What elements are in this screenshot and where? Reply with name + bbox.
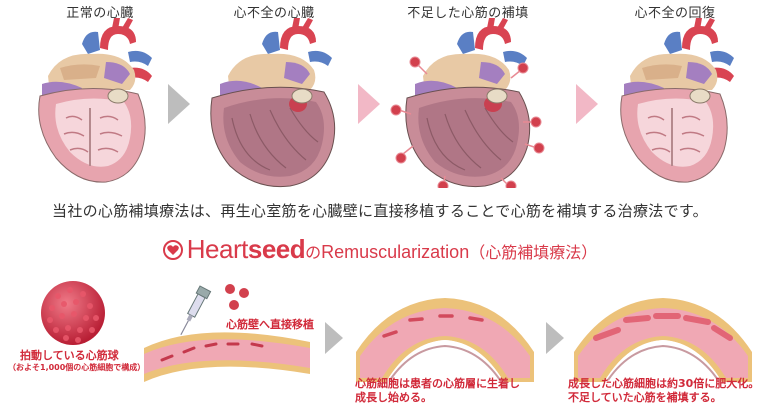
- supplemented-heart-illustration: [390, 18, 545, 188]
- arrow-right-icon: [576, 84, 598, 124]
- brand-sub: （心筋補填療法）: [469, 243, 598, 262]
- heart-logo-icon: [162, 240, 183, 260]
- transplant-label: 心筋壁へ直接移植: [226, 318, 314, 331]
- sphere-note: （およそ1,000個の心筋細胞で構成）: [8, 363, 146, 372]
- step2-line1: 心筋細胞は患者の心筋層に生着し: [355, 377, 520, 390]
- arrow-right-icon: [358, 84, 380, 124]
- stage-title-recovery: 心不全の回復: [634, 6, 716, 21]
- cardiomyocyte-sphere-illustration: [41, 281, 105, 345]
- step3-caption: 成長した心筋細胞は約30倍に肥大化。 不足していた心筋を補填する。: [568, 377, 759, 405]
- brand-seed-text: seed: [247, 234, 306, 264]
- normal-heart-illustration: [30, 18, 160, 188]
- sphere-label: 拍動している心筋球: [20, 349, 119, 362]
- therapy-description: 当社の心筋補填療法は、再生心室筋を心臓壁に直接移植することで心筋を補填する治療法…: [52, 202, 708, 220]
- arrow-right-icon: [546, 322, 564, 354]
- arrow-right-icon: [325, 322, 343, 354]
- brand-no-text: の: [305, 243, 322, 262]
- stage-title-normal: 正常の心臓: [66, 6, 134, 21]
- stage-title-heart-failure: 心不全の心臓: [233, 6, 315, 21]
- brand-heart-text: Heart: [186, 234, 249, 264]
- brand-heading: HeartseedのRemuscularization（心筋補填療法）: [0, 234, 760, 265]
- step2-caption: 心筋細胞は患者の心筋層に生着し 成長し始める。: [355, 377, 520, 405]
- failing-heart-illustration: [205, 18, 345, 188]
- cell-dots-icon: [225, 284, 249, 310]
- step3-line2: 不足していた心筋を補填する。: [568, 391, 722, 404]
- brand-term: Remuscularization: [321, 242, 470, 262]
- stage-title-supplement: 不足した心筋の補填: [407, 6, 529, 21]
- step3-line1: 成長した心筋細胞は約30倍に肥大化。: [568, 377, 760, 390]
- arrow-right-icon: [168, 84, 190, 124]
- recovered-heart-illustration: [612, 18, 742, 188]
- grown-myocardium-illustration: [574, 298, 752, 382]
- engrafted-myocardium-illustration: [356, 298, 534, 382]
- step2-line2: 成長し始める。: [355, 391, 432, 404]
- injection-wall-illustration: [144, 285, 310, 382]
